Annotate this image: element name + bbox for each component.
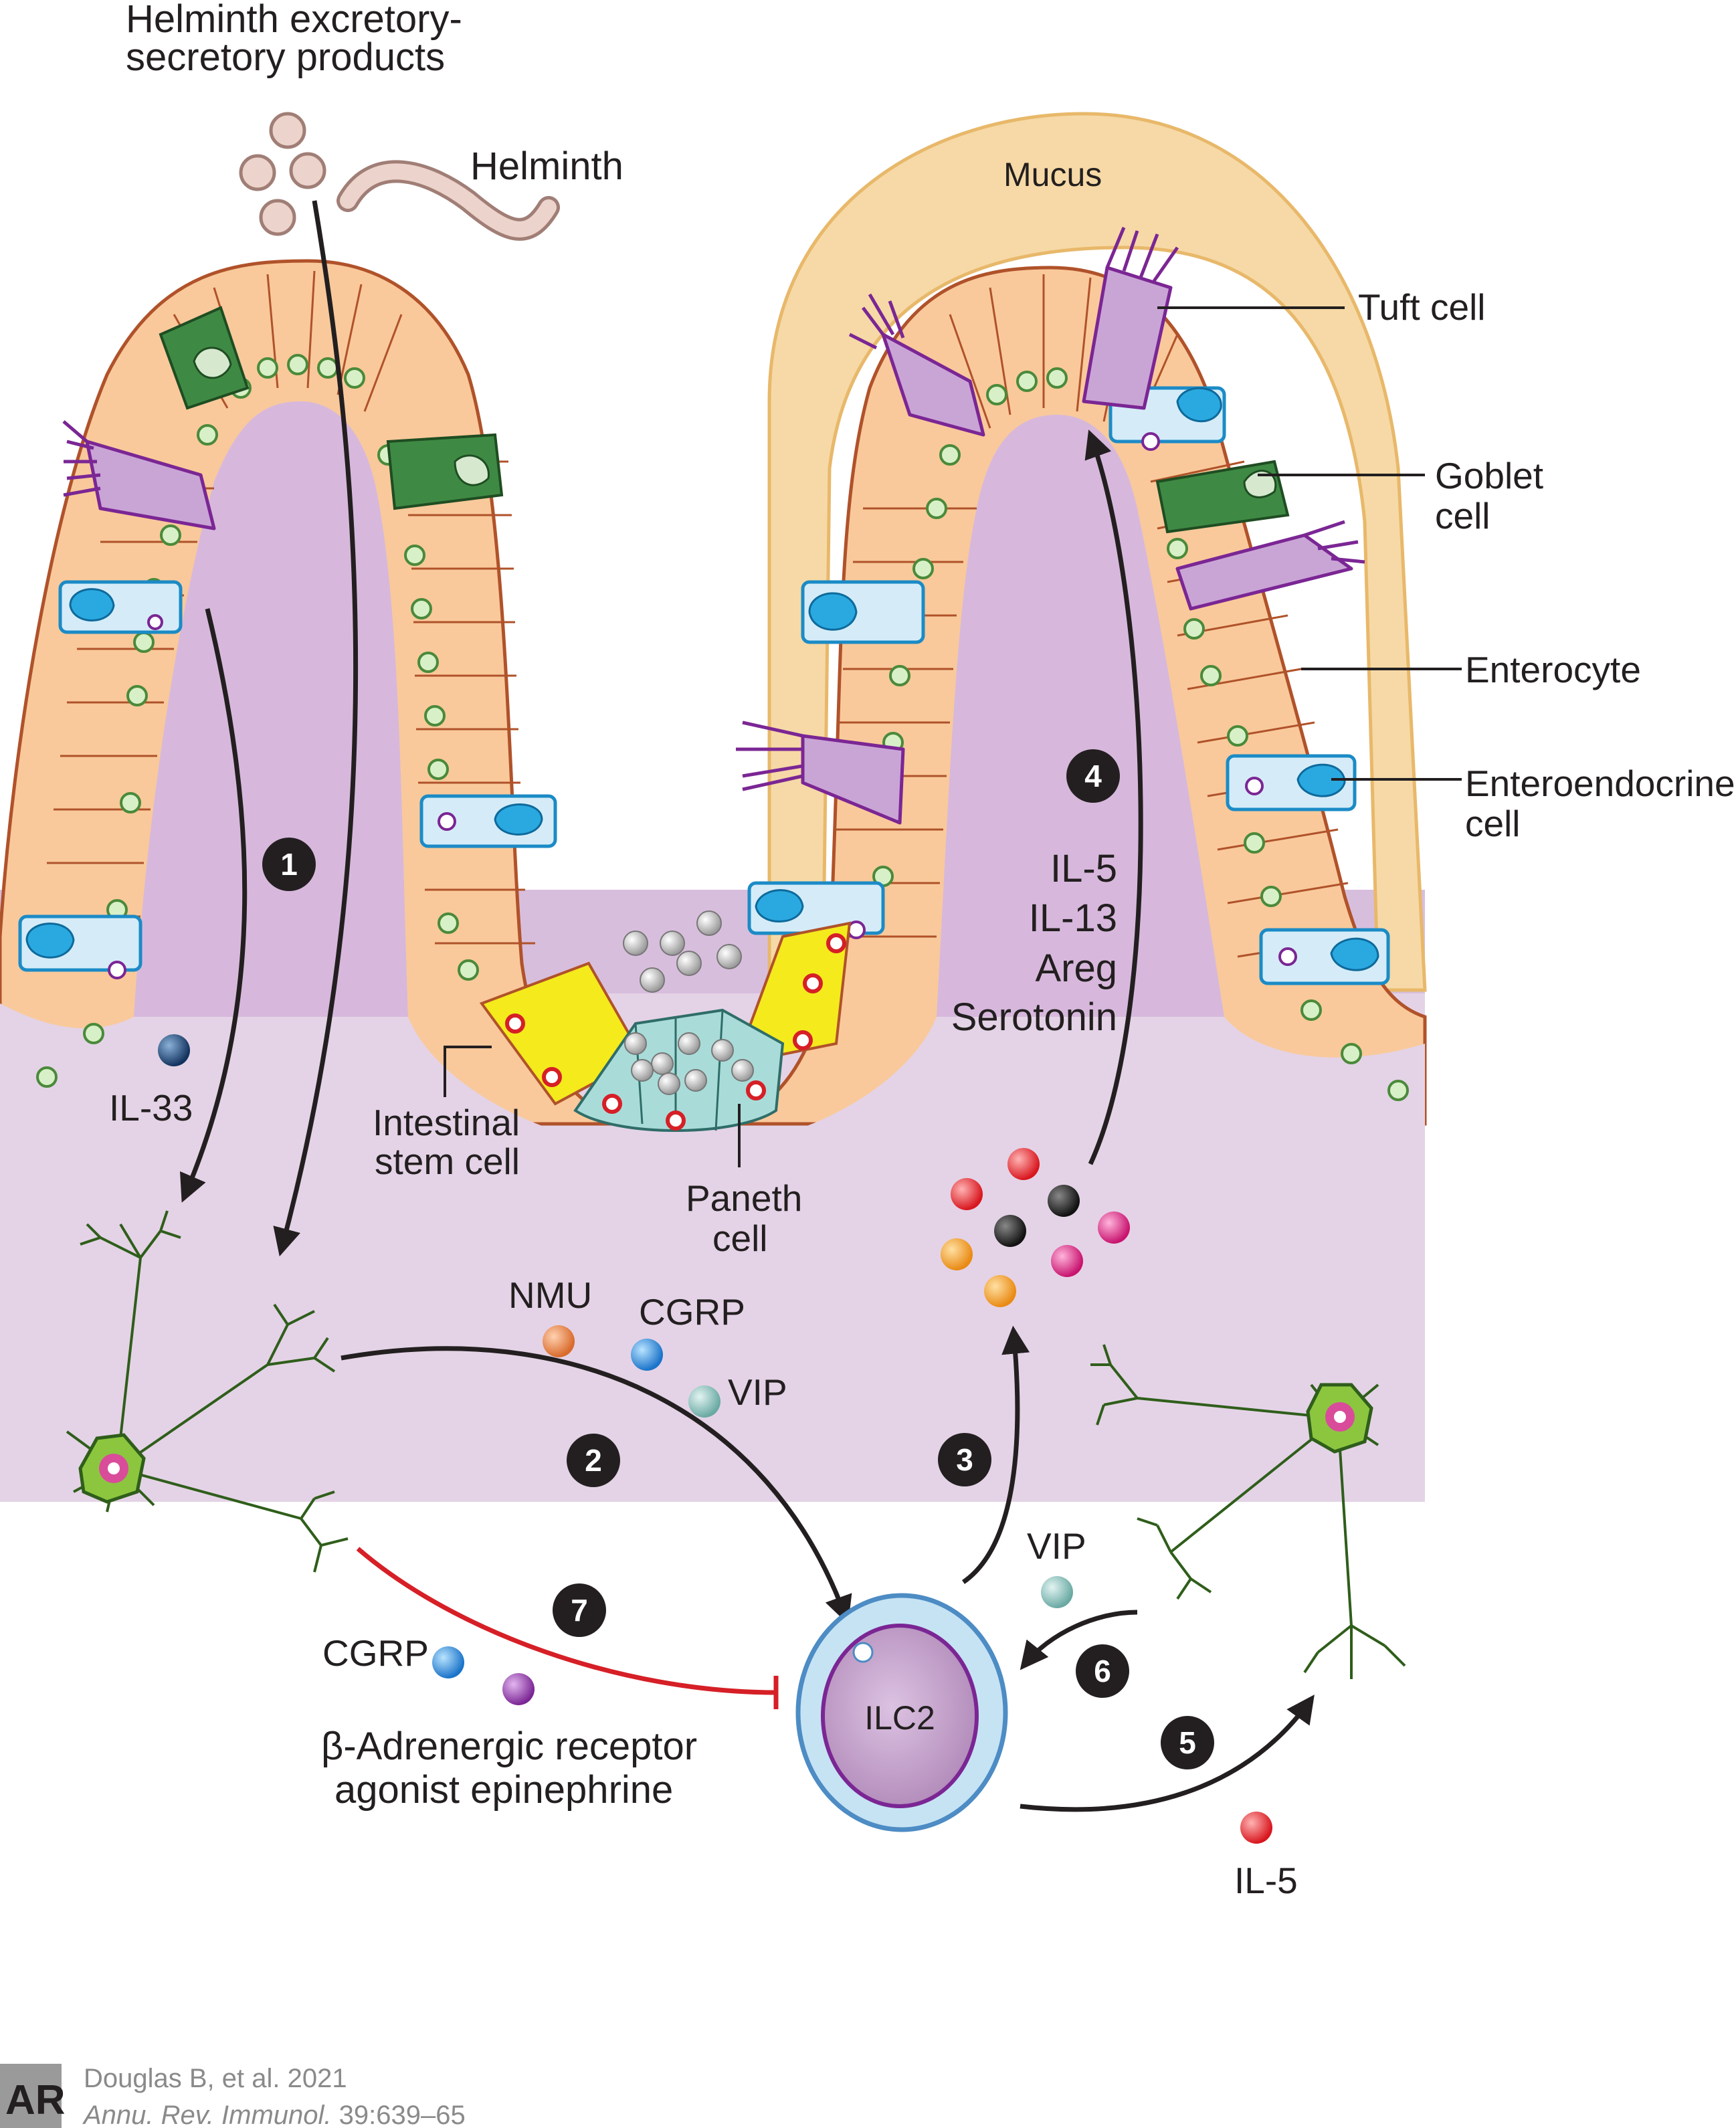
vip-molecule [688,1385,720,1418]
pathway-arrows [179,200,1315,1812]
mucus-layer [767,112,1427,992]
label-il5: IL-5 [1234,1860,1298,1901]
label-beta-adrenergic-2: agonist epinephrine [334,1768,673,1812]
vip-molecule-right [1041,1576,1073,1608]
neuron-left-soma [78,1433,146,1504]
cgrp-molecule [631,1339,663,1371]
label-areg: Areg [1035,947,1117,990]
credit: AR Douglas B, et al. 2021 Annu. Rev. Imm… [0,2064,466,2128]
effector-molecules [941,1148,1130,1307]
step-badge-7: 7 [553,1583,606,1637]
svg-text:1: 1 [280,847,298,882]
ilc2-cell [795,1593,1008,1832]
ar-logo-text: AR [5,2077,66,2123]
label-paneth-2: cell [712,1218,768,1259]
label-vip: VIP [728,1371,787,1413]
arrow-ilc2-to-neuron-right [1020,1695,1315,1812]
label-vip-right: VIP [1027,1525,1086,1567]
ar-logo [0,2064,62,2128]
cgrp-molecule-lower [432,1646,464,1678]
svg-text:5: 5 [1179,1725,1196,1760]
svg-text:6: 6 [1094,1654,1111,1688]
label-helminth: Helminth [470,144,623,188]
submucosa [0,1131,1425,1502]
arrow-neuron-right-to-ilc2 [1020,1610,1138,1670]
svg-text:2: 2 [585,1443,602,1478]
label-il33: IL-33 [109,1087,193,1129]
label-goblet-2: cell [1435,495,1490,537]
nmu-molecule [543,1325,575,1357]
label-paneth-1: Paneth [686,1177,802,1219]
villus-core-left [134,401,408,1017]
helminth-products [239,112,326,236]
label-helminth-products-2: secretory products [126,35,445,79]
label-cgrp-lower: CGRP [322,1632,429,1674]
step-badge-5: 5 [1161,1716,1214,1769]
step-badge-1: 1 [262,838,316,891]
callout-lines [444,306,1462,1167]
arrow-effectors-to-epithelium [1084,429,1143,1165]
label-enteroendocrine-1: Enteroendocrine [1465,763,1735,804]
label-enterocyte: Enterocyte [1465,649,1641,690]
step-badge-6: 6 [1076,1644,1129,1698]
intestinal-stem-cells [479,921,852,1106]
neuron-right-soma [1306,1383,1373,1454]
label-serotonin: Serotonin [951,995,1117,1039]
svg-text:3: 3 [956,1442,973,1477]
molecules [158,1034,1272,1844]
epinephrine-molecule [502,1673,535,1705]
label-stem-cell-2: stem cell [375,1141,520,1182]
svg-text:4: 4 [1084,759,1102,793]
label-stem-cell-1: Intestinal [373,1102,520,1143]
arrow-neuron-to-ilc2 [341,1346,852,1624]
label-ilc2: ILC2 [864,1699,935,1737]
arrow-il33-to-neuron [179,608,248,1203]
il5-molecule [1240,1812,1272,1844]
label-nmu: NMU [508,1274,592,1316]
label-cgrp: CGRP [639,1291,745,1333]
goblet-cells [159,306,1290,534]
credit-authors: Douglas B, et al. 2021 [84,2064,347,2093]
neuron-left [66,1210,349,1573]
label-beta-adrenergic-1: β-Adrenergic receptor [321,1725,697,1768]
step-badge-3: 3 [938,1433,991,1486]
label-mucus: Mucus [1003,156,1102,193]
label-helminth-products-1: Helminth excretory- [126,0,462,41]
tuft-cells [62,227,1365,825]
inhibition-line [356,1547,779,1709]
il33-molecule [158,1034,190,1066]
paneth-granules [623,910,754,1095]
label-il5-effector: IL-5 [1050,847,1117,890]
credit-citation: Annu. Rev. Immunol. 39:639–65 [82,2101,466,2128]
step-badge-4: 4 [1066,749,1120,803]
label-enteroendocrine-2: cell [1465,803,1521,844]
arrow-ilc2-to-effectors [962,1325,1030,1584]
label-goblet-1: Goblet [1435,455,1543,496]
villus-core-right [937,415,1224,1017]
labels: Helminth excretory- secretory products H… [109,0,1735,1901]
label-il13: IL-13 [1029,896,1117,940]
svg-text:7: 7 [571,1593,588,1628]
arrow-helminth-to-neuron [273,200,359,1257]
enteroendocrine-cells [18,386,1390,985]
label-tuft-cell: Tuft cell [1358,286,1486,328]
step-badge-2: 2 [567,1434,620,1487]
step-badges: 1 2 3 4 5 6 7 [262,749,1214,1769]
